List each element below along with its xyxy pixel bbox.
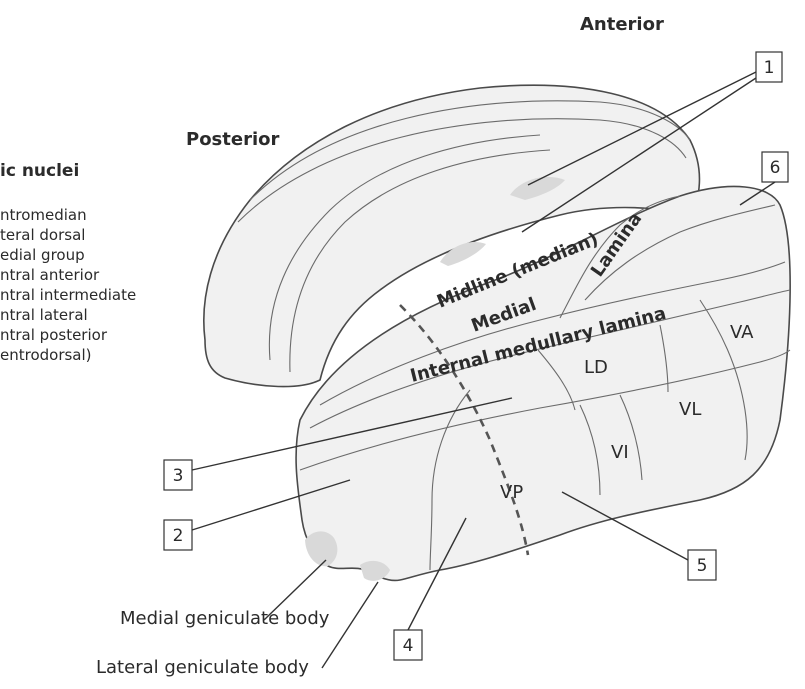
callout-number-2: 2	[173, 526, 184, 546]
legend-item-ventral-lateral: ntral lateral	[0, 306, 88, 324]
callout-1: 1	[756, 52, 782, 82]
callout-3: 3	[164, 460, 192, 490]
region-label-ld: LD	[584, 357, 608, 378]
leader-lateral-geniculate	[322, 582, 378, 668]
region-label-vi: VI	[611, 442, 629, 463]
medial-geniculate-shape	[305, 531, 337, 566]
posterior-label: Posterior	[186, 129, 279, 150]
callout-number-1: 1	[764, 58, 775, 78]
callout-number-4: 4	[403, 636, 414, 656]
legend-item-ventrodorsal: entrodorsal)	[0, 346, 92, 364]
callout-number-3: 3	[173, 466, 184, 486]
callout-4: 4	[394, 630, 422, 660]
anterior-label: Anterior	[580, 14, 664, 35]
lateral-geniculate-label: Lateral geniculate body	[96, 657, 309, 678]
legend-item-centromedian: ntromedian	[0, 206, 87, 224]
callout-6: 6	[762, 152, 788, 182]
callout-2: 2	[164, 520, 192, 550]
region-label-vp: VP	[500, 482, 523, 503]
callout-number-5: 5	[697, 556, 708, 576]
legend-item-lateral-dorsal: teral dorsal	[0, 226, 85, 244]
nuclei-legend: ic nuclei ntromedian teral dorsal edial …	[0, 161, 136, 364]
legend-item-ventral-intermediate: ntral intermediate	[0, 286, 136, 304]
legend-item-ventral-anterior: ntral anterior	[0, 266, 100, 284]
medial-geniculate-label: Medial geniculate body	[120, 608, 330, 629]
legend-item-medial-group: edial group	[0, 246, 85, 264]
region-label-va: VA	[730, 322, 754, 343]
legend-item-ventral-posterior: ntral posterior	[0, 326, 108, 344]
region-label-vl: VL	[679, 399, 701, 420]
callout-5: 5	[688, 550, 716, 580]
callout-number-6: 6	[770, 158, 781, 178]
legend-title: ic nuclei	[0, 161, 79, 181]
